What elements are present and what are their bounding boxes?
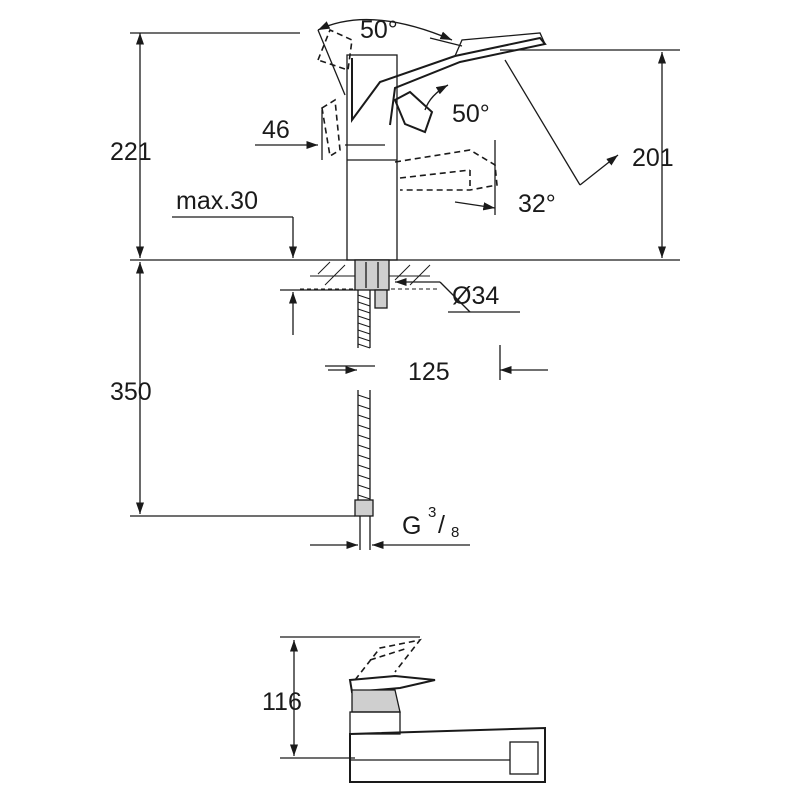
lever-offset-ghost — [321, 98, 341, 158]
label-angle-rotation: 50° — [360, 16, 398, 44]
spout — [351, 36, 547, 126]
label-spout-reach: 125 — [408, 358, 450, 386]
dimension-labels: 221 350 201 46 max.30 Ø34 125 G 3 / 8 50… — [110, 16, 674, 716]
mounting-nut — [354, 259, 390, 291]
side-spout — [349, 726, 546, 783]
label-total-height: 221 — [110, 138, 152, 166]
faucet-front-view — [130, 28, 680, 550]
lever-handle — [393, 90, 434, 134]
side-body-upper — [349, 711, 401, 735]
label-angle-tilt: 50° — [452, 100, 490, 128]
label-angle-spout: 32° — [518, 190, 556, 218]
label-thread-denominator: 8 — [451, 524, 459, 541]
side-spout-outlet — [509, 741, 539, 775]
spout-top — [454, 32, 546, 57]
label-side-height: 116 — [262, 688, 302, 716]
label-hose-length: 350 — [110, 378, 152, 406]
label-handle-offset: 46 — [262, 116, 290, 144]
threaded-stud — [374, 289, 388, 309]
label-thread-slash: / — [438, 511, 445, 539]
hose-fitting — [354, 499, 374, 517]
faucet-body — [346, 54, 398, 261]
lever-rotated-ghost — [316, 28, 353, 72]
label-spout-height: 201 — [632, 144, 674, 172]
supply-hose — [357, 290, 371, 500]
label-max-thickness: max.30 — [176, 187, 258, 215]
spout-down-ghost — [394, 149, 498, 191]
label-hole-diameter: Ø34 — [452, 282, 499, 310]
side-cartridge — [351, 689, 401, 713]
faucet-side-view — [280, 636, 546, 783]
label-thread: G — [402, 512, 421, 540]
dimension-lines — [130, 18, 680, 550]
label-thread-numerator: 3 — [428, 504, 436, 521]
side-lever-ghost — [354, 638, 422, 681]
